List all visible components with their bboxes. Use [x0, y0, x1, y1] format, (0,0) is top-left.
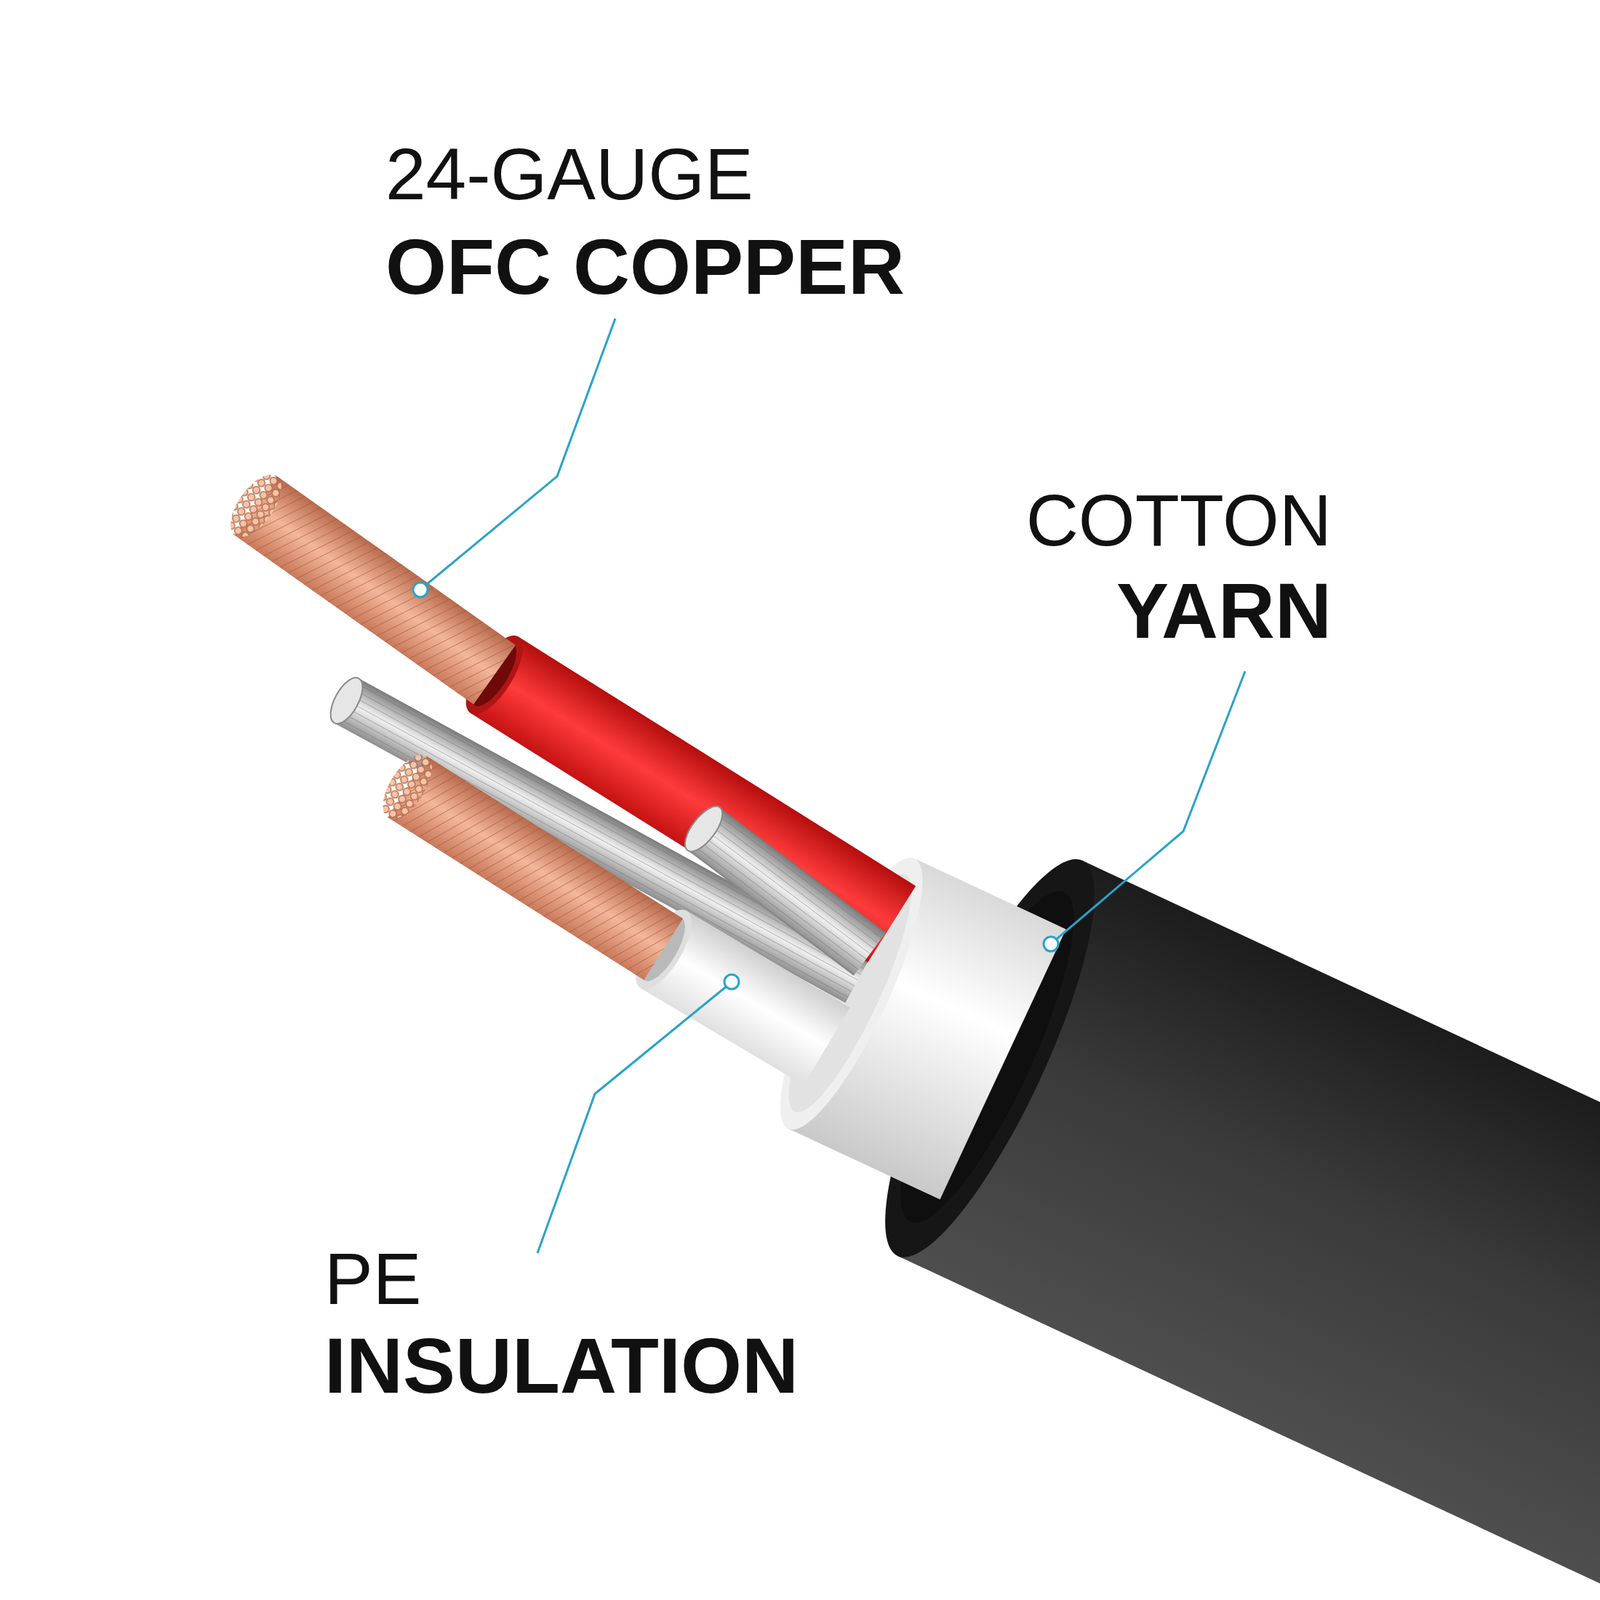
spec-label: COTTON	[1026, 483, 1332, 557]
spec-label: INSULATION	[324, 1326, 799, 1406]
spec-label: PE	[324, 1242, 422, 1315]
spec-label: 24-GAUGE	[385, 137, 754, 211]
spec-label: OFC COPPER	[385, 227, 905, 307]
spec-label: YARN	[1116, 571, 1332, 651]
